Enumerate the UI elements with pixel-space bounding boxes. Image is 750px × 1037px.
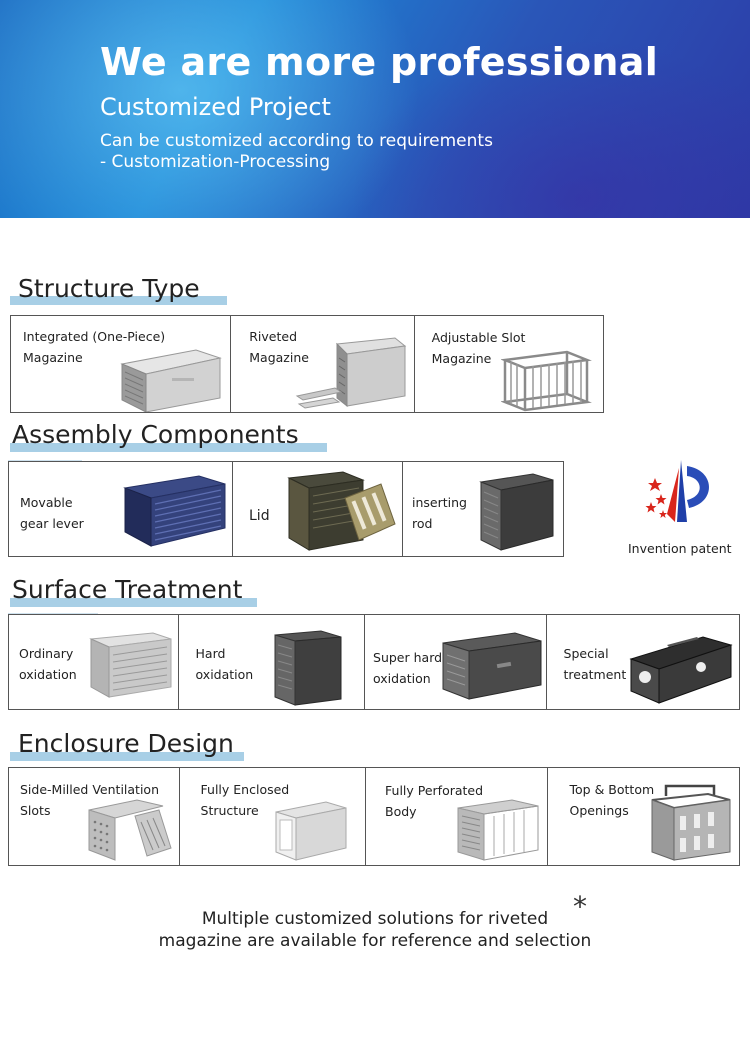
structure-item-label: Adjustable Slot Magazine (431, 330, 526, 366)
gear-lever-image (123, 475, 226, 547)
section-heading-surface: Surface Treatment (12, 575, 243, 604)
ordinary-oxidation-image (89, 632, 172, 698)
section-underline (10, 752, 244, 761)
enclosure-item-label: Top & Bottom Openings (569, 782, 655, 818)
assembly-item-label: Movable gear lever (20, 495, 84, 531)
structure-item-label: Riveted Magazine (249, 329, 309, 365)
hard-oxidation-image (274, 630, 342, 706)
enclosure-item-fully-enclosed[interactable]: Fully Enclosed Structure (180, 768, 367, 865)
assembly-item-lid[interactable]: Lid (233, 462, 403, 556)
surface-item-label: Hard oxidation (195, 646, 254, 682)
enclosure-item-label: Fully Enclosed Structure (200, 782, 290, 818)
section-heading-enclosure: Enclosure Design (18, 729, 234, 758)
patent-label: Invention patent (628, 541, 732, 556)
invention-patent-logo-icon (645, 460, 710, 522)
assembly-item-inserting-rod[interactable]: inserting rod (403, 462, 563, 556)
enclosure-grid: Side-Milled Ventilation Slots Fully Encl… (8, 767, 740, 866)
fully-enclosed-structure-image (275, 801, 347, 861)
assembly-item-gear-lever[interactable]: Movable gear lever (9, 462, 233, 556)
enclosure-item-side-milled[interactable]: Side-Milled Ventilation Slots (9, 768, 180, 865)
hero-banner: We are more professional Customized Proj… (0, 0, 750, 218)
structure-item-integrated[interactable]: Integrated (One-Piece) Magazine (11, 316, 232, 412)
banner-title: We are more professional (100, 40, 659, 84)
adjustable-slot-magazine-image (500, 350, 592, 412)
lid-image (287, 471, 396, 551)
enclosure-item-top-bottom[interactable]: Top & Bottom Openings (548, 768, 739, 865)
asterisk-icon: * (573, 890, 587, 923)
section-heading-structure: Structure Type (18, 274, 200, 303)
surface-item-label: Special treatment (563, 646, 627, 682)
surface-item-special[interactable]: Special treatment (547, 615, 739, 709)
inserting-rod-image (479, 473, 554, 551)
surface-item-label: Super hard oxidation (373, 650, 443, 686)
structure-item-label: Integrated (One-Piece) Magazine (23, 329, 166, 365)
section-underline (10, 296, 227, 305)
surface-item-ordinary[interactable]: Ordinary oxidation (9, 615, 179, 709)
side-milled-ventilation-image (88, 799, 172, 861)
surface-item-label: Ordinary oxidation (19, 646, 77, 682)
footer-line-1: Multiple customized solutions for rivete… (201, 909, 549, 929)
enclosure-item-fully-perforated[interactable]: Fully Perforated Body (366, 768, 548, 865)
structure-item-adjustable[interactable]: Adjustable Slot Magazine (415, 316, 603, 412)
surface-grid: Ordinary oxidation Hard oxidation Super … (8, 614, 740, 710)
section-underline (10, 443, 327, 452)
structure-grid: Integrated (One-Piece) Magazine Riveted … (10, 315, 604, 413)
assembly-grid: Movable gear lever Lid inserting rod (8, 461, 564, 557)
assembly-item-label: Lid (249, 508, 270, 524)
assembly-item-label: inserting rod (412, 495, 467, 531)
top-bottom-openings-image (651, 784, 731, 861)
structure-item-riveted[interactable]: Riveted Magazine (231, 316, 415, 412)
surface-item-super-hard[interactable]: Super hard oxidation (365, 615, 547, 709)
fully-perforated-body-image (457, 799, 539, 861)
section-underline (10, 598, 257, 607)
integrated-magazine-image (120, 349, 222, 412)
banner-line-2: - Customization-Processing (100, 152, 331, 172)
enclosure-item-label: Side-Milled Ventilation Slots (20, 782, 159, 818)
banner-line-1: Can be customized according to requireme… (100, 131, 493, 151)
footer-line-2: magazine are available for reference and… (158, 931, 592, 951)
super-hard-oxidation-image (442, 632, 542, 700)
enclosure-item-label: Fully Perforated Body (385, 783, 484, 819)
banner-subtitle: Customized Project (100, 93, 331, 121)
surface-item-hard[interactable]: Hard oxidation (179, 615, 366, 709)
section-heading-assembly: Assembly Components (12, 420, 299, 449)
riveted-magazine-image (295, 337, 407, 409)
special-treatment-image (628, 636, 733, 704)
